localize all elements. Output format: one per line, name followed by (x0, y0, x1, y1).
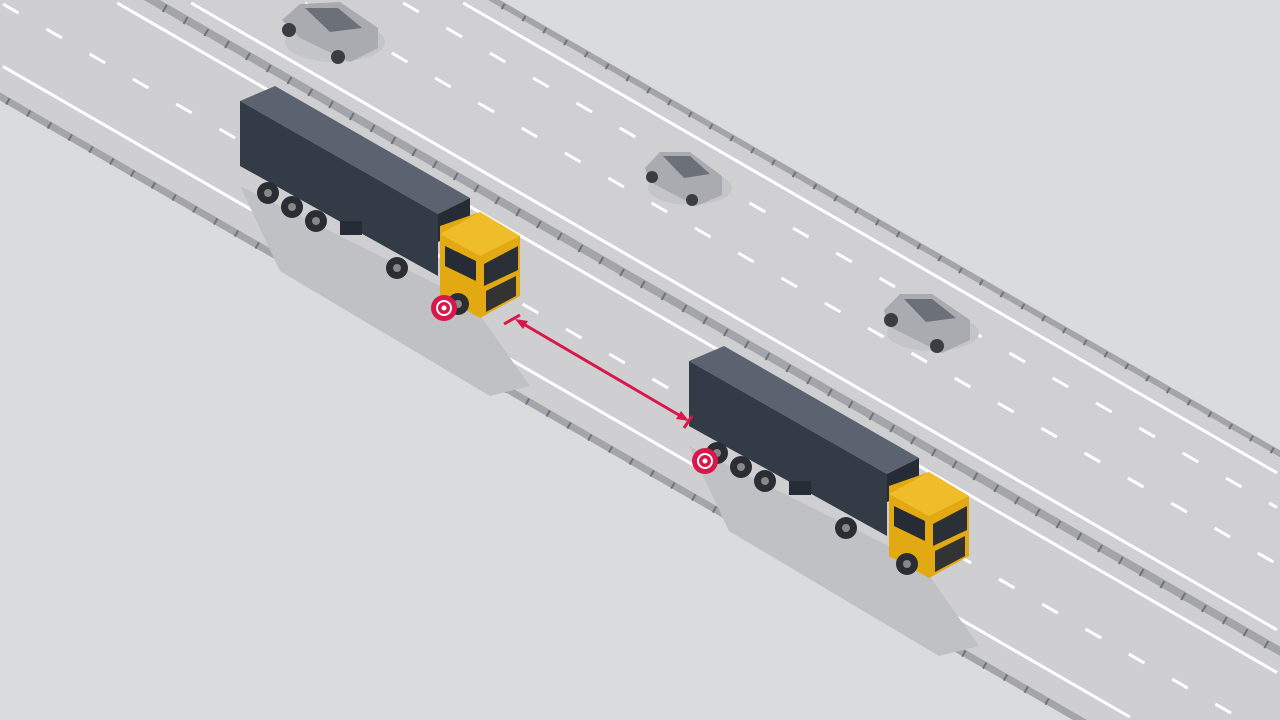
distance-arrow-icon (503, 313, 694, 429)
brake-warning-icon (692, 448, 718, 474)
brake-warning-icon (431, 295, 457, 321)
lane-dash (304, 1, 1278, 566)
car (282, 2, 385, 64)
lane-dash (2, 2, 1239, 719)
guardrail-top (488, 0, 1280, 458)
guardrail-median (143, 0, 1280, 656)
edge-line (190, 1, 1278, 632)
lane-dash (402, 1, 1278, 509)
edge-line (462, 1, 1278, 475)
car (884, 294, 979, 353)
car (645, 152, 732, 206)
